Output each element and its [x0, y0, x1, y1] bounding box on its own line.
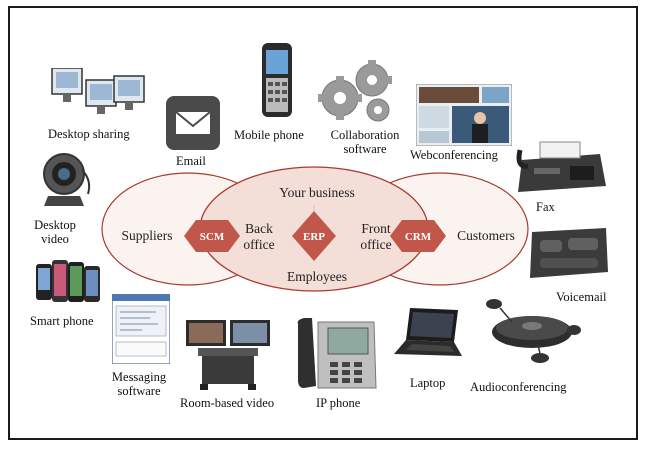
back-office-label: Back office — [234, 221, 284, 252]
customers-label: Customers — [457, 228, 515, 243]
messaging-line1: Messaging — [111, 370, 167, 384]
gears-icon — [318, 60, 392, 122]
room-video-label: Room-based video — [180, 396, 275, 410]
fax-label: Fax — [536, 200, 555, 214]
front-office-label: Front office — [348, 221, 404, 252]
room-video-icon — [186, 320, 270, 390]
back-office-line1: Back — [245, 221, 273, 236]
laptop-icon — [394, 308, 462, 356]
messaging-window-icon — [112, 294, 170, 364]
desktop-sharing-icon — [51, 68, 145, 114]
mobile-phone-label: Mobile phone — [234, 128, 304, 142]
smart-phone-icon — [36, 260, 100, 302]
collaboration-line1: Collaboration — [330, 128, 400, 142]
suppliers-label: Suppliers — [121, 228, 173, 243]
back-office-line2: office — [243, 236, 275, 252]
voicemail-label: Voicemail — [556, 290, 607, 304]
audioconferencing-label: Audioconferencing — [470, 380, 567, 394]
webconferencing-label: Webconferencing — [410, 148, 498, 162]
svg-text:CRM: CRM — [405, 231, 432, 243]
scm-badge: SCM — [184, 220, 240, 252]
email-icon — [166, 96, 220, 150]
desktop-video-line1: Desktop — [34, 218, 76, 232]
messaging-line2: software — [117, 384, 161, 399]
erp-badge: ERP — [292, 211, 336, 261]
audioconferencing-icon — [486, 299, 581, 363]
front-office-line2: office — [360, 236, 392, 252]
smart-phone-label: Smart phone — [30, 314, 94, 328]
messaging-software-label: Messaging software — [104, 370, 174, 399]
email-label: Email — [176, 154, 206, 168]
crm-badge: CRM — [390, 220, 446, 252]
svg-text:ERP: ERP — [303, 231, 325, 243]
collaboration-software-label: Collaboration software — [318, 128, 412, 157]
desktop-sharing-label: Desktop sharing — [48, 127, 130, 141]
business-ecosystem-diagram: SCM ERP CRM — [101, 166, 529, 292]
employees-label: Employees — [287, 269, 347, 284]
desktop-video-line2: video — [41, 232, 69, 247]
svg-text:SCM: SCM — [200, 231, 225, 243]
your-business-label: Your business — [279, 185, 355, 200]
collaboration-line2: software — [343, 142, 387, 157]
fax-icon — [516, 141, 606, 192]
front-office-line1: Front — [361, 221, 391, 236]
laptop-label: Laptop — [410, 376, 446, 390]
webcam-icon — [43, 153, 91, 206]
webconferencing-icon — [416, 84, 512, 146]
voicemail-icon — [530, 228, 608, 278]
ip-phone-icon — [297, 318, 377, 389]
desktop-video-label: Desktop video — [24, 218, 86, 247]
mobile-phone-icon — [262, 43, 292, 117]
ip-phone-label: IP phone — [316, 396, 361, 410]
